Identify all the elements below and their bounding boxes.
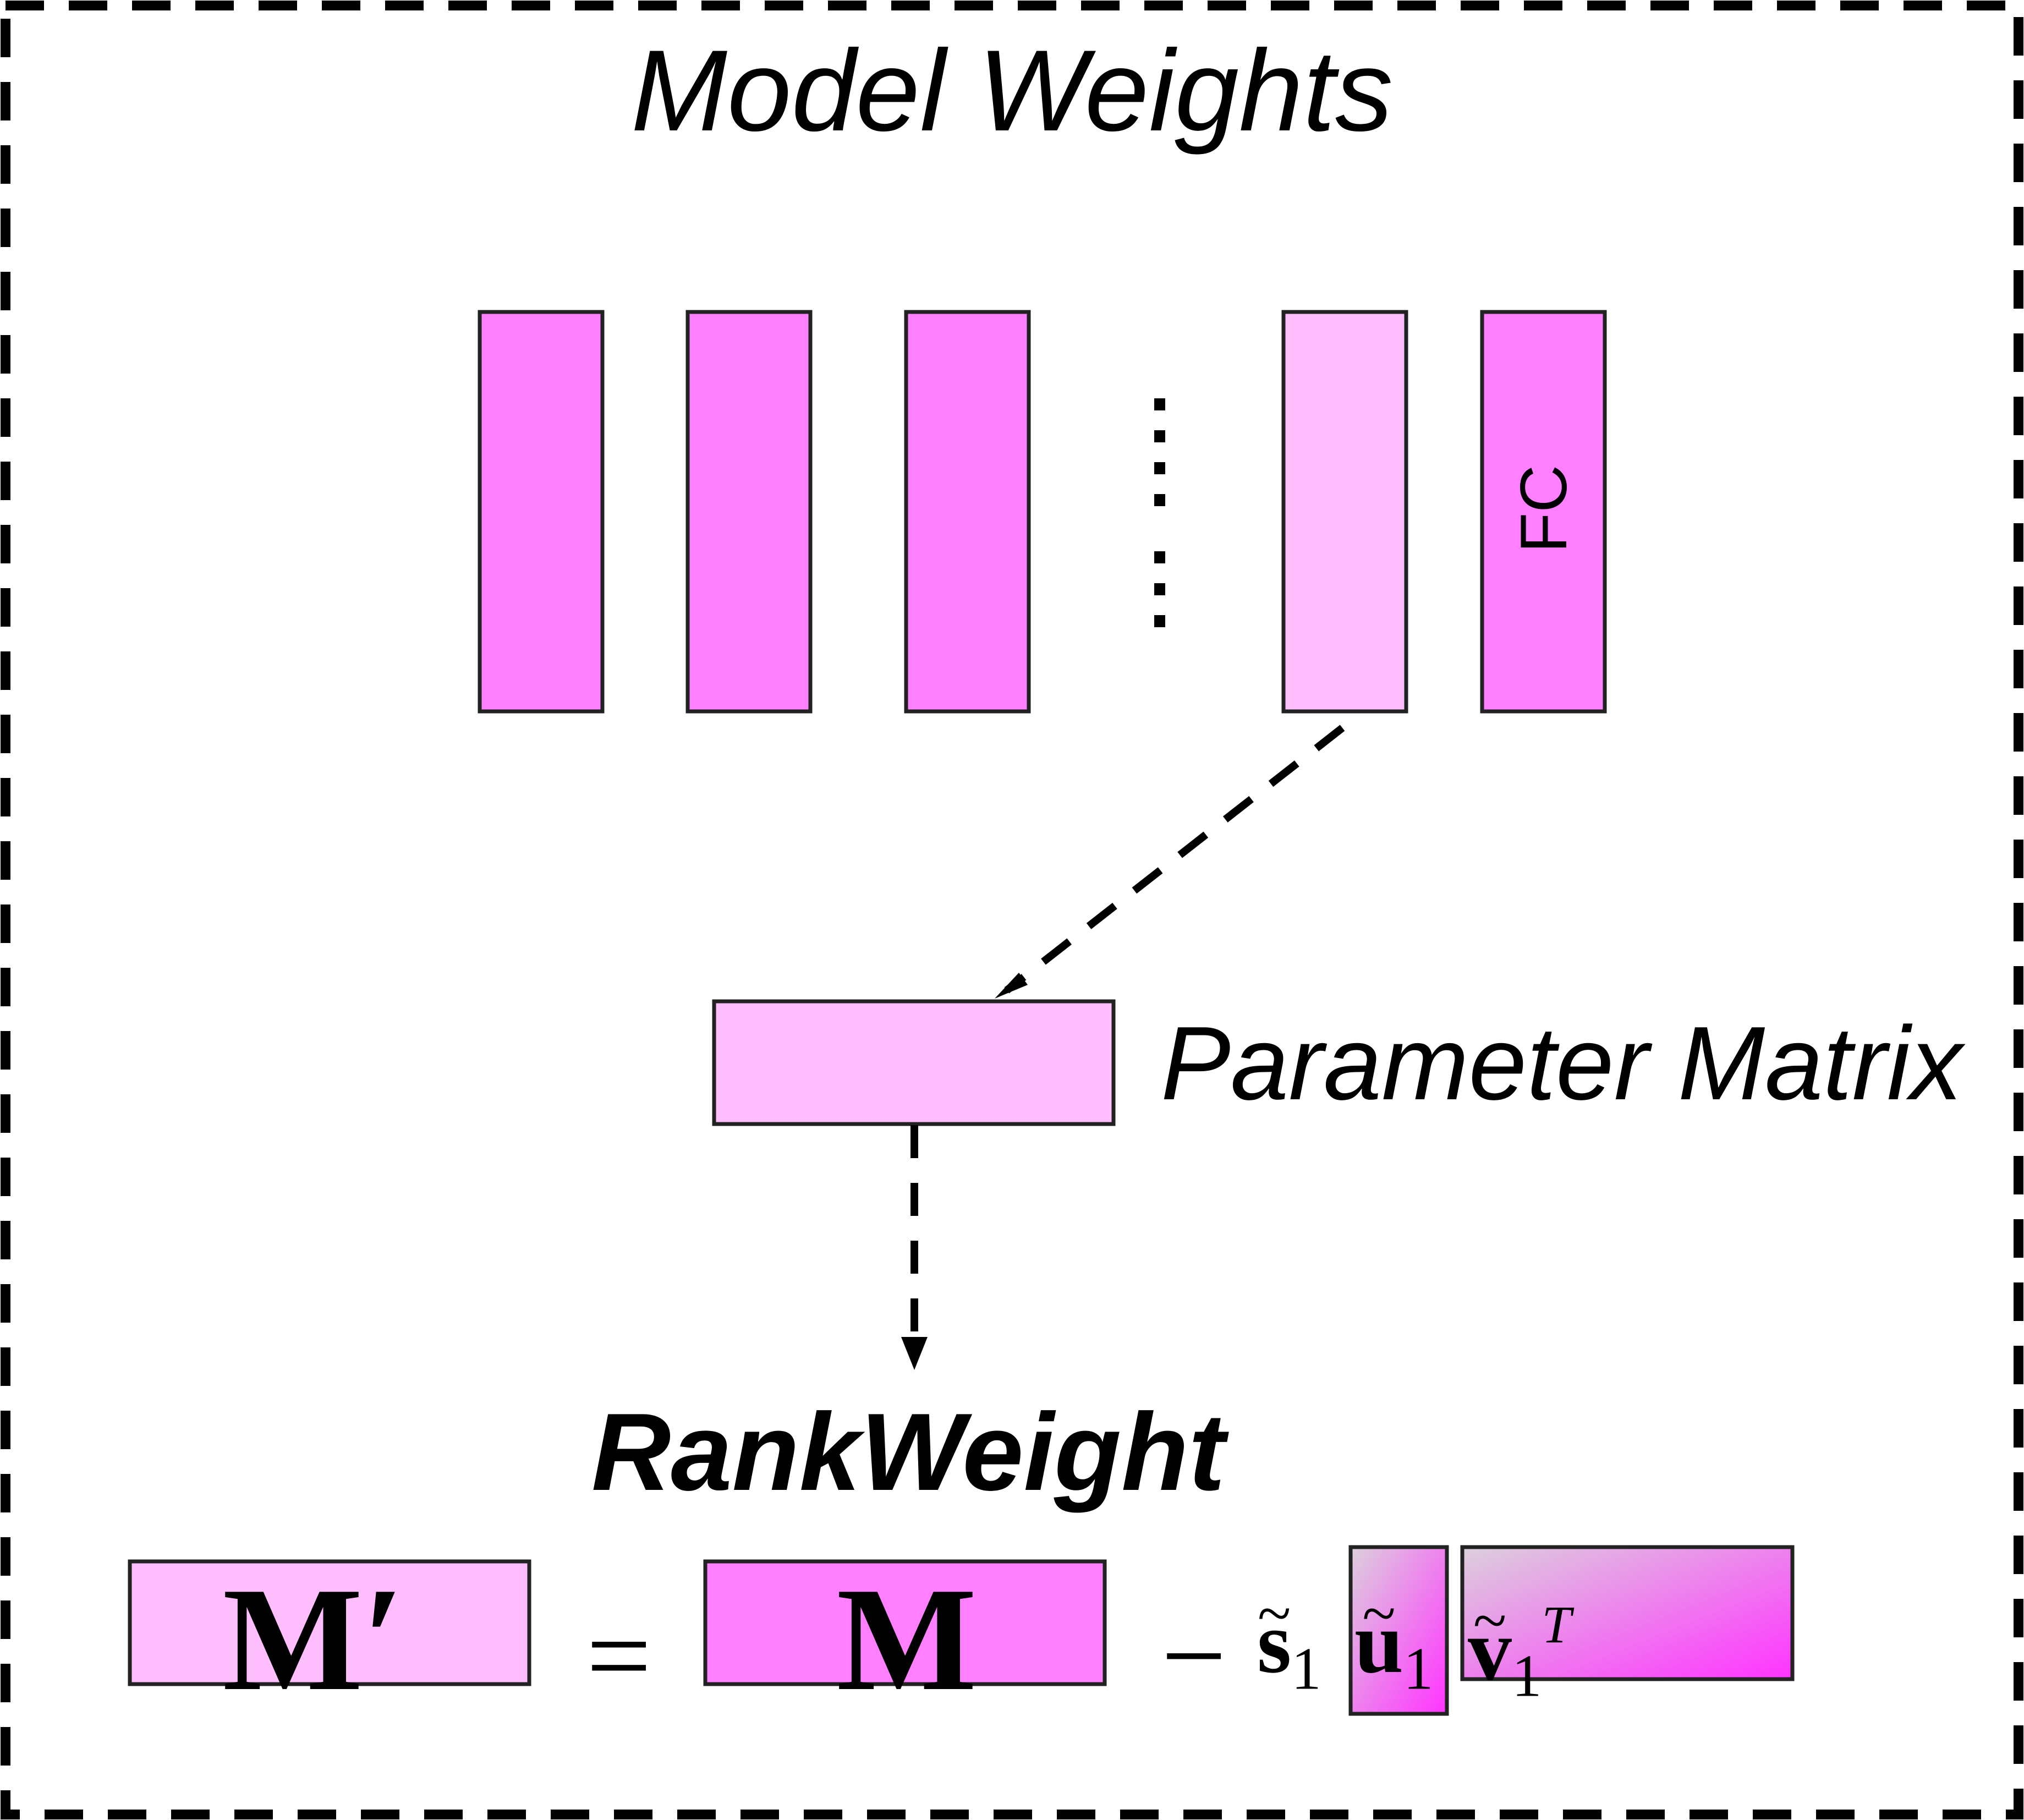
v-superscript: T — [1542, 1595, 1571, 1654]
m-prime-block — [128, 1559, 531, 1686]
u-subscript: 1 — [1403, 1635, 1434, 1702]
parameter-matrix-label: Parameter Matrix — [1161, 1005, 1963, 1122]
minus-sign: − — [1161, 1592, 1227, 1720]
left-vector-term: u1 — [1354, 1598, 1433, 1699]
ellipsis-dots — [1154, 398, 1165, 627]
v-subscript: 1 — [1512, 1642, 1542, 1709]
fc-label: FC — [1507, 465, 1581, 553]
s-subscript: 1 — [1291, 1635, 1321, 1702]
layer-block-2 — [685, 310, 813, 714]
selected-layer-block — [1281, 310, 1408, 714]
layer-block-1 — [478, 310, 605, 714]
m-prime-symbol: M′ — [222, 1557, 405, 1722]
extract-arrow — [1004, 725, 1345, 994]
equals-sign: = — [586, 1592, 652, 1720]
fc-layer-block — [1480, 310, 1607, 714]
extract-arrowhead — [995, 973, 1028, 999]
layer-block-3 — [904, 310, 1031, 714]
parameter-matrix-block — [712, 999, 1116, 1126]
m-block — [703, 1559, 1107, 1686]
u-symbol: u — [1354, 1598, 1403, 1686]
m-symbol: M — [836, 1557, 977, 1722]
model-weights-title: Model Weights — [630, 26, 1394, 155]
s-symbol: s — [1257, 1598, 1291, 1686]
v-vector-block — [1460, 1545, 1795, 1681]
singular-value-term: s1 — [1257, 1598, 1321, 1699]
v-symbol: v — [1468, 1605, 1512, 1693]
right-vector-term: v1T — [1468, 1598, 1571, 1706]
rankweight-title: RankWeight — [591, 1391, 1225, 1514]
rankweight-arrowhead — [901, 1337, 928, 1370]
